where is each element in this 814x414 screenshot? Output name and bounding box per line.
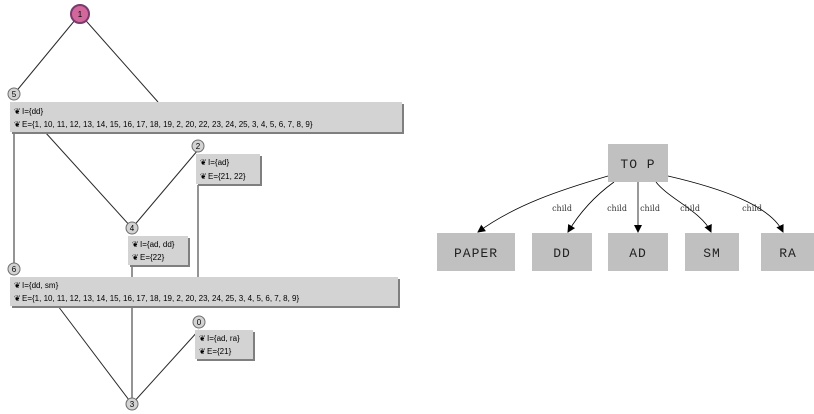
node-label: 5 (12, 90, 17, 99)
edge-5-4 (44, 131, 133, 229)
fleuron-bullet-icon: ❦ (199, 347, 206, 356)
edge-0-3 (131, 329, 200, 405)
node-label: 3 (130, 400, 135, 409)
intent-extent-box-4: ❦ I={ad, dd} ❦ E={22} (128, 236, 190, 267)
edge-2-4 (131, 149, 199, 229)
intent-text: I={ad, dd} (140, 240, 175, 249)
edge-label-child: child (607, 204, 627, 213)
tree-child-sm: SM (685, 233, 739, 271)
lattice-node-2: 2 (191, 139, 205, 153)
tree-child-label: RA (779, 246, 797, 261)
tree-child-ra: RA (761, 233, 814, 271)
node-label: 2 (196, 142, 201, 151)
extent-text: E={22} (140, 253, 165, 262)
fleuron-bullet-icon: ❦ (199, 334, 206, 343)
tree-edge-paper (477, 175, 609, 233)
tree-edges (477, 175, 784, 233)
node-label: 4 (130, 224, 135, 233)
tree-child-label: DD (553, 246, 571, 261)
intent-extent-box-6: ❦ I={dd, sm} ❦ E={1, 10, 11, 12, 13, 14,… (10, 277, 400, 308)
tree-edge-ra (667, 175, 784, 233)
tree-child-label: SM (703, 246, 721, 261)
edge-label-child: child (742, 204, 762, 213)
node-label: 6 (12, 265, 17, 274)
fleuron-bullet-icon: ❦ (14, 281, 21, 290)
tree-child-ad: AD (608, 233, 668, 271)
intent-text: I={dd, sm} (22, 281, 59, 290)
node-label: 1 (78, 10, 83, 19)
fleuron-bullet-icon: ❦ (14, 107, 21, 116)
fleuron-bullet-icon: ❦ (14, 294, 21, 303)
tree-root-label: TO P (620, 157, 655, 172)
edge-label-child: child (640, 204, 660, 213)
fleuron-bullet-icon: ❦ (132, 240, 139, 249)
fleuron-bullet-icon: ❦ (132, 253, 139, 262)
tree-edge-sm (655, 181, 712, 233)
lattice-node-6: 6 (7, 262, 21, 276)
lattice-node-0: 0 (192, 315, 206, 329)
tree-diagram: child child child child child TO P PAPER… (437, 144, 814, 271)
intent-extent-box-5: ❦ I={dd} ❦ E={1, 10, 11, 12, 13, 14, 15,… (10, 102, 404, 134)
fleuron-bullet-icon: ❦ (200, 172, 207, 181)
intent-text: I={dd} (22, 107, 43, 116)
lattice-node-5: 5 (7, 87, 21, 101)
lattice-node-1: 1 (70, 4, 90, 24)
node-label: 0 (197, 318, 202, 327)
edge-1-2 (79, 13, 159, 103)
intent-extent-box-0: ❦ I={ad, ra} ❦ E={21} (195, 330, 255, 361)
tree-child-label: PAPER (454, 246, 498, 261)
edge-label-child: child (680, 204, 700, 213)
lattice-node-4: 4 (125, 221, 139, 235)
extent-text: E={1, 10, 11, 12, 13, 14, 15, 16, 17, 18… (22, 120, 313, 129)
intent-extent-box-2: ❦ I={ad} ❦ E={21, 22} (196, 154, 262, 186)
tree-root-node: TO P (608, 144, 668, 182)
edge-label-child: child (552, 204, 572, 213)
tree-child-dd: DD (532, 233, 592, 271)
intent-text: I={ad, ra} (207, 334, 240, 343)
lattice-edges (13, 13, 200, 405)
edge-1-5 (13, 13, 81, 95)
fleuron-bullet-icon: ❦ (200, 158, 207, 167)
extent-text: E={1, 10, 11, 12, 13, 14, 15, 16, 17, 18… (22, 294, 300, 303)
extent-text: E={21, 22} (208, 172, 246, 181)
tree-child-paper: PAPER (437, 233, 515, 271)
intent-text: I={ad} (208, 158, 229, 167)
tree-child-label: AD (629, 246, 647, 261)
tree-edge-dd (567, 181, 615, 233)
fleuron-bullet-icon: ❦ (14, 120, 21, 129)
tree-edge-labels: child child child child child (552, 204, 762, 213)
extent-text: E={21} (207, 347, 232, 356)
lattice-node-3: 3 (125, 397, 139, 411)
edge-6-3-left (57, 305, 133, 405)
